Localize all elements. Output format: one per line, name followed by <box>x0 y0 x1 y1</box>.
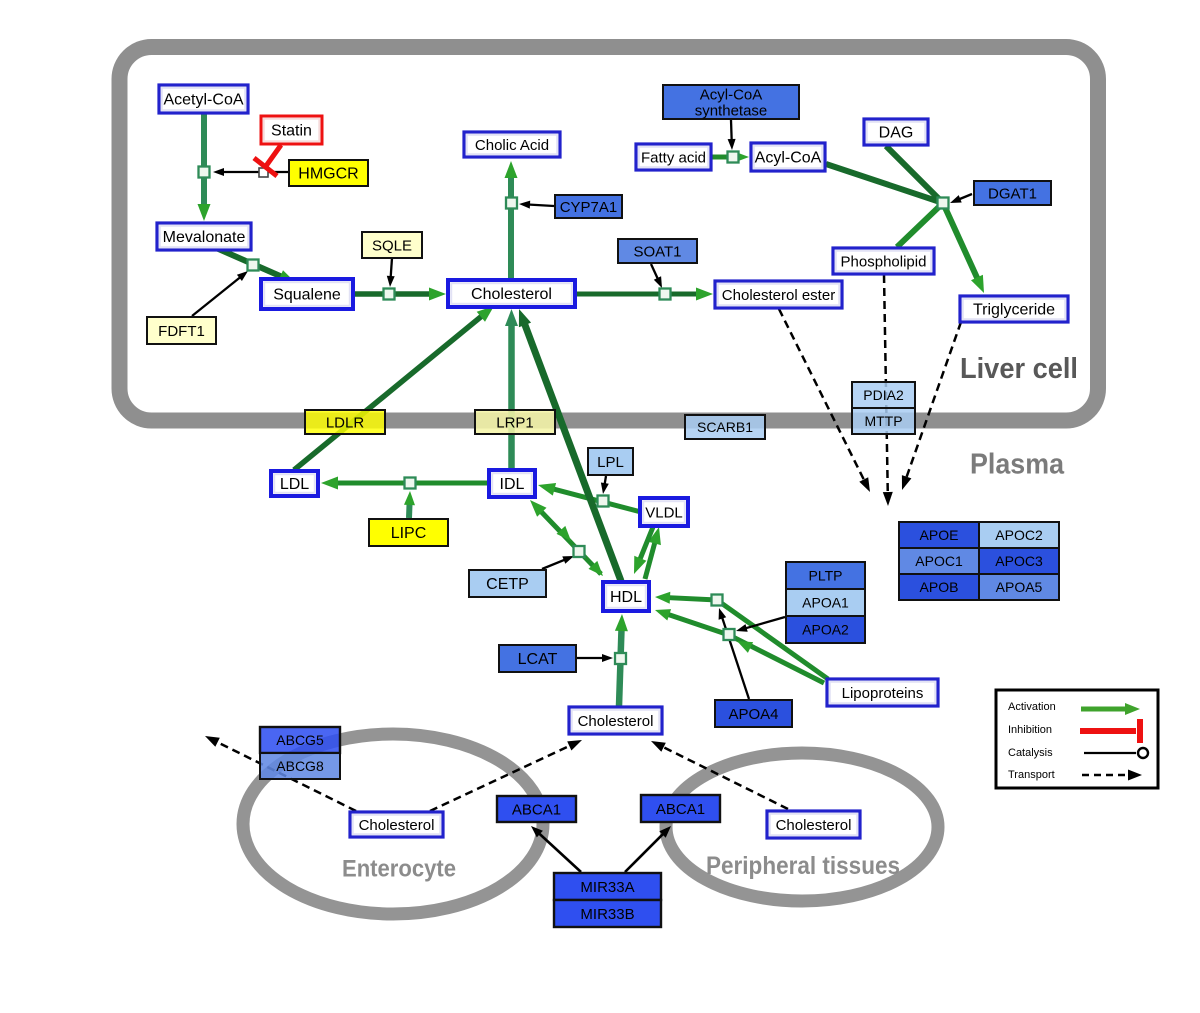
svg-text:Triglyceride: Triglyceride <box>973 302 1055 319</box>
svg-text:Phospholipid: Phospholipid <box>841 253 927 270</box>
svg-text:Statin: Statin <box>271 123 312 140</box>
svg-text:DGAT1: DGAT1 <box>988 185 1037 202</box>
svg-text:APOA1: APOA1 <box>802 594 849 610</box>
svg-text:VLDL: VLDL <box>645 504 683 521</box>
svg-text:Liver cell: Liver cell <box>960 353 1078 385</box>
svg-text:ABCG5: ABCG5 <box>276 732 324 748</box>
svg-text:SCARB1: SCARB1 <box>697 419 753 435</box>
svg-text:Cholic Acid: Cholic Acid <box>475 137 549 154</box>
svg-text:Catalysis: Catalysis <box>1008 747 1053 759</box>
svg-text:synthetase: synthetase <box>695 102 768 119</box>
svg-text:Activation: Activation <box>1008 701 1056 713</box>
svg-text:Mevalonate: Mevalonate <box>163 229 246 246</box>
svg-text:DAG: DAG <box>879 125 914 142</box>
svg-text:Fatty acid: Fatty acid <box>641 149 706 166</box>
svg-text:APOC1: APOC1 <box>915 553 963 569</box>
svg-text:Cholesterol: Cholesterol <box>471 286 552 303</box>
svg-text:Cholesterol: Cholesterol <box>776 817 852 834</box>
svg-text:LPL: LPL <box>597 454 624 471</box>
svg-text:Acetyl-CoA: Acetyl-CoA <box>163 92 243 109</box>
svg-text:ABCA1: ABCA1 <box>656 801 705 818</box>
svg-text:APOC2: APOC2 <box>995 527 1043 543</box>
svg-text:Cholesterol: Cholesterol <box>359 817 435 834</box>
svg-text:SQLE: SQLE <box>372 237 412 254</box>
svg-text:HDL: HDL <box>610 589 642 606</box>
svg-text:MIR33B: MIR33B <box>580 906 634 923</box>
svg-text:Peripheral tissues: Peripheral tissues <box>706 852 900 880</box>
svg-text:FDFT1: FDFT1 <box>158 323 205 340</box>
svg-text:APOA5: APOA5 <box>996 579 1043 595</box>
svg-text:APOB: APOB <box>920 579 959 595</box>
svg-text:APOA2: APOA2 <box>802 621 849 637</box>
svg-text:SOAT1: SOAT1 <box>633 243 681 260</box>
svg-text:Inhibition: Inhibition <box>1008 724 1052 736</box>
svg-text:APOC3: APOC3 <box>995 553 1043 569</box>
svg-text:HMGCR: HMGCR <box>298 166 358 183</box>
svg-text:CYP7A1: CYP7A1 <box>560 199 618 216</box>
svg-text:Cholesterol ester: Cholesterol ester <box>722 287 835 304</box>
svg-text:APOA4: APOA4 <box>728 706 778 723</box>
svg-text:LIPC: LIPC <box>391 525 427 542</box>
svg-text:Lipoproteins: Lipoproteins <box>842 685 924 702</box>
svg-text:CETP: CETP <box>486 576 529 593</box>
svg-text:Squalene: Squalene <box>273 287 341 304</box>
svg-text:IDL: IDL <box>500 476 525 493</box>
svg-text:Acyl-CoA: Acyl-CoA <box>755 150 822 167</box>
svg-text:Acyl-CoA: Acyl-CoA <box>700 86 763 103</box>
svg-text:Cholesterol: Cholesterol <box>578 713 654 730</box>
svg-text:LDL: LDL <box>280 476 309 493</box>
svg-text:MTTP: MTTP <box>864 413 902 429</box>
svg-text:ABCA1: ABCA1 <box>512 801 561 818</box>
svg-text:PDIA2: PDIA2 <box>863 387 904 403</box>
svg-text:MIR33A: MIR33A <box>580 879 634 896</box>
svg-text:PLTP: PLTP <box>809 567 843 583</box>
svg-text:APOE: APOE <box>920 527 959 543</box>
svg-text:ABCG8: ABCG8 <box>276 758 324 774</box>
svg-text:Enterocyte: Enterocyte <box>342 855 456 882</box>
svg-text:LRP1: LRP1 <box>496 414 534 431</box>
svg-text:LDLR: LDLR <box>326 414 365 431</box>
svg-text:Plasma: Plasma <box>970 449 1065 481</box>
svg-text:Transport: Transport <box>1008 769 1055 781</box>
svg-text:LCAT: LCAT <box>518 651 558 668</box>
